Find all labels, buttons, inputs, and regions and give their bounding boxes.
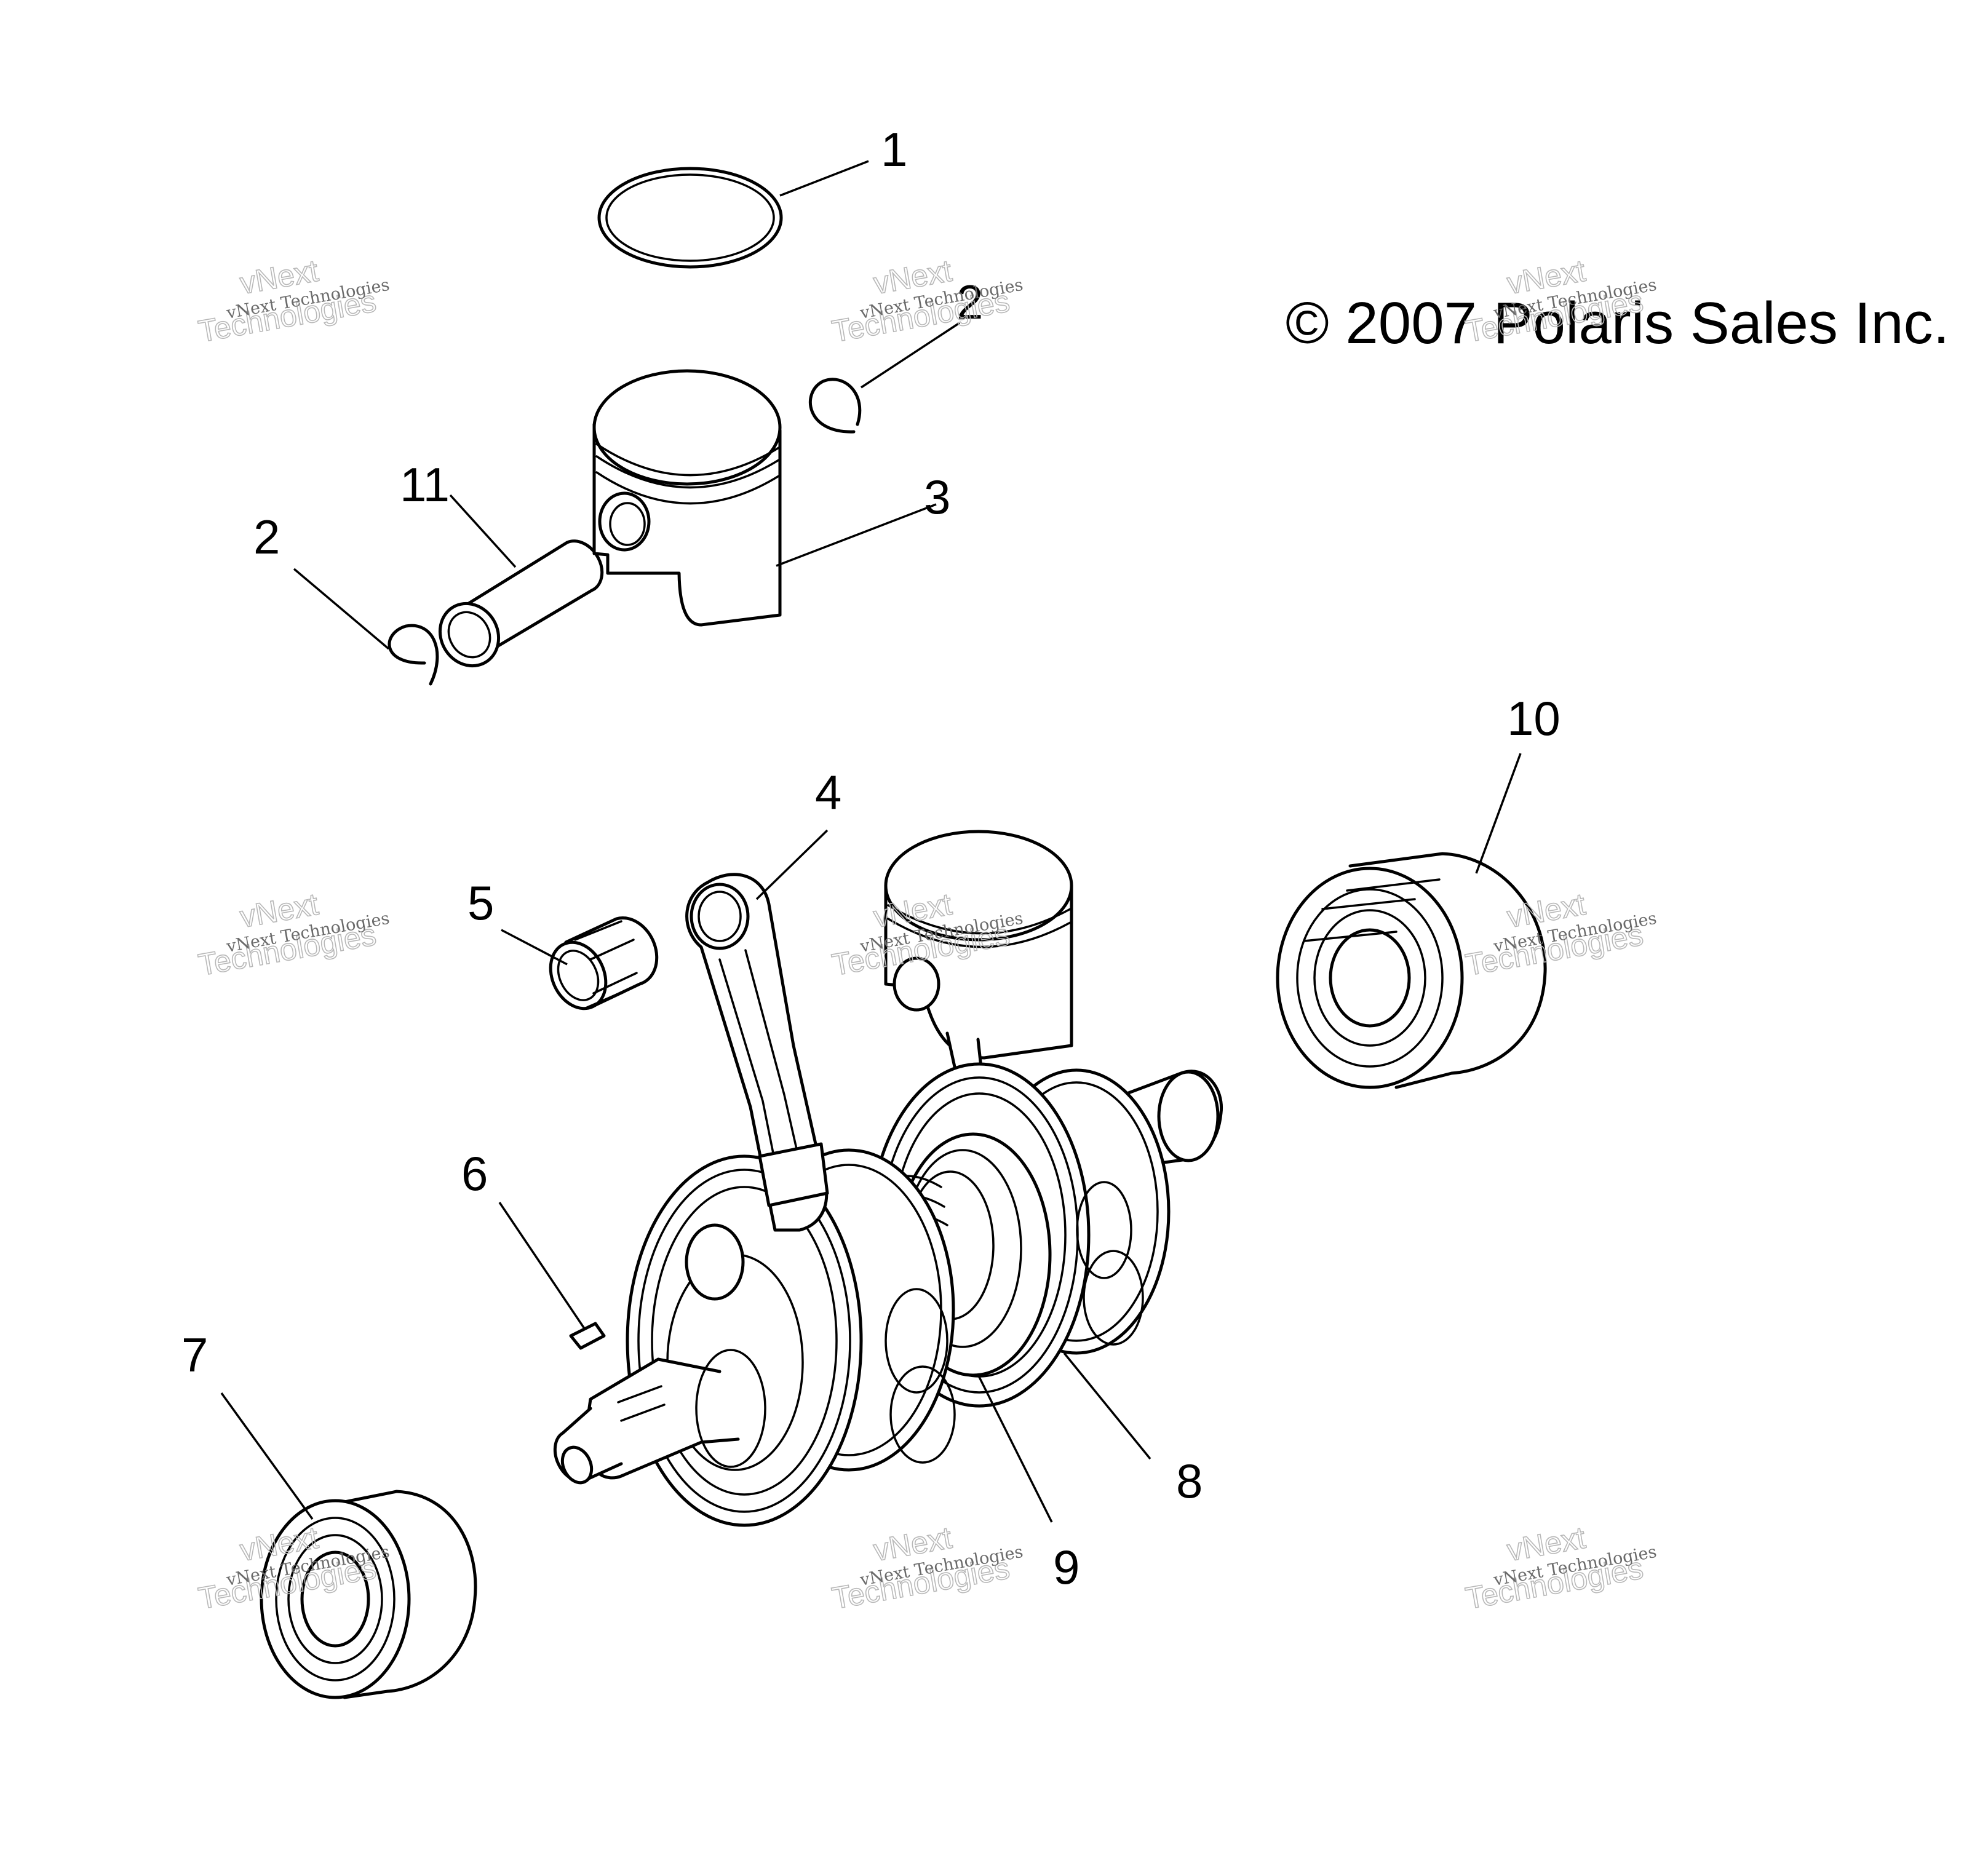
watermark-9: vNext Technologies vNext Technologies [1463, 1520, 1658, 1616]
callout-8: 8 [1176, 1454, 1203, 1508]
callout-6: 6 [461, 1146, 488, 1201]
copyright-notice: © 2007 Polaris Sales Inc. [1286, 290, 1949, 356]
crankshaft-assembly [553, 830, 1223, 1527]
watermark-1: vNext Technologies vNext Technologies [196, 253, 391, 349]
circlip-upper [808, 378, 862, 434]
callout-1: 1 [881, 122, 907, 177]
watermark-2: vNext Technologies vNext Technologies [829, 253, 1025, 349]
callout-10: 10 [1507, 691, 1561, 745]
piston [592, 369, 782, 627]
woodruff-key [569, 1322, 606, 1350]
main-bearing-right [1276, 852, 1547, 1089]
watermark-8: vNext Technologies vNext Technologies [829, 1520, 1025, 1616]
main-bearing-left [260, 1490, 477, 1699]
callout-numbers: 1 2 2 3 4 5 6 7 8 9 10 11 [181, 122, 1561, 1594]
callout-4: 4 [815, 765, 841, 819]
callout-2-left: 2 [253, 510, 280, 564]
callout-5: 5 [467, 876, 494, 930]
callout-2-upper: 2 [956, 275, 983, 329]
callout-11: 11 [400, 458, 450, 512]
callout-7: 7 [181, 1328, 208, 1382]
piston-ring [597, 167, 783, 269]
callout-3: 3 [924, 470, 950, 524]
needle-bearing [549, 916, 659, 1010]
callout-9: 9 [1053, 1540, 1079, 1594]
wrist-pin [438, 539, 604, 668]
circlip-left [388, 624, 439, 686]
watermark-4: vNext Technologies vNext Technologies [196, 886, 391, 983]
leader-lines [220, 160, 1522, 1523]
